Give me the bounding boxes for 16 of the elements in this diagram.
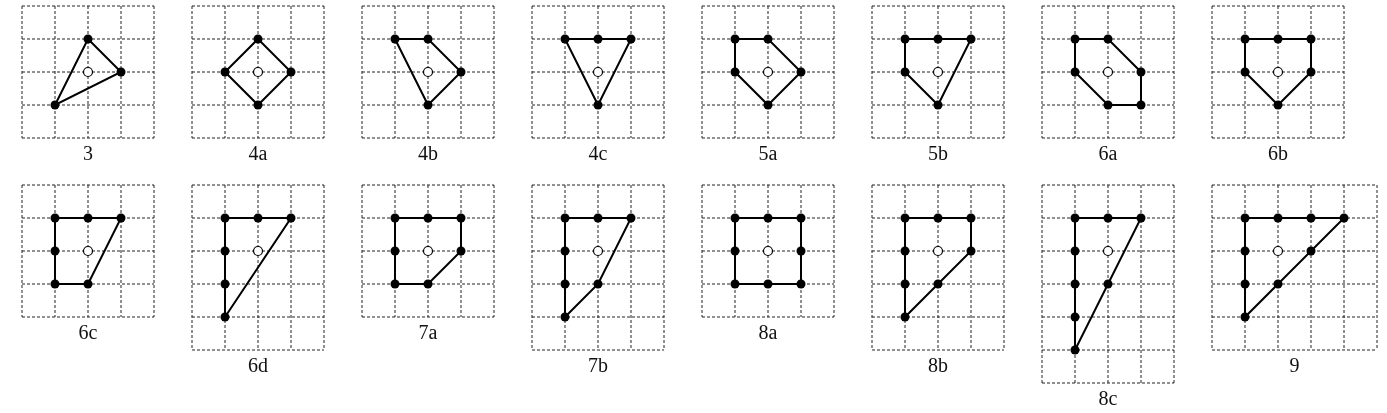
figure-label: 5b xyxy=(928,142,948,164)
figure-label: 6b xyxy=(1268,142,1288,164)
figure-label: 8b xyxy=(928,354,948,376)
figure-label: 4c xyxy=(588,142,608,164)
figure-label: 5a xyxy=(758,142,778,164)
figure-label: 4a xyxy=(248,142,268,164)
figure-label: 6c xyxy=(78,321,98,343)
figure-label: 3 xyxy=(83,142,93,164)
figure-label: 4b xyxy=(418,142,438,164)
figure-label: 8c xyxy=(1098,387,1118,409)
figure-label: 8a xyxy=(758,321,778,343)
figure-label: 7b xyxy=(588,354,608,376)
figure-label: 6a xyxy=(1098,142,1118,164)
figure-label: 6d xyxy=(248,354,268,376)
figure-label: 9 xyxy=(1289,354,1300,376)
figure-label: 7a xyxy=(418,321,438,343)
